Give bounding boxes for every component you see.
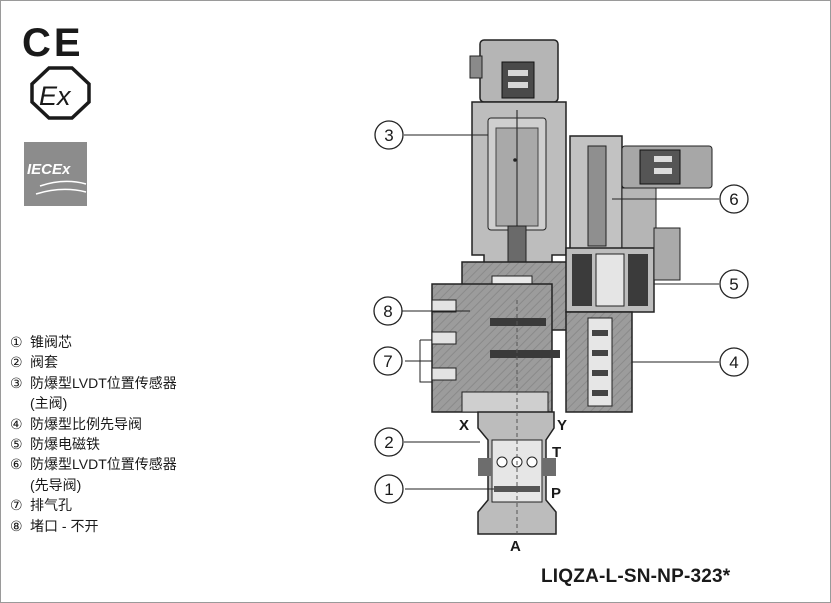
pilot-valve-assembly — [565, 135, 713, 413]
callout-label-2: 2 — [384, 433, 393, 452]
atex-hexagon-icon — [30, 66, 91, 120]
certification-marks: CE Ex IECEx — [22, 14, 102, 219]
callout-label-5: 5 — [729, 275, 738, 294]
port-x-label: X — [459, 417, 469, 434]
port-a-label: A — [510, 538, 521, 555]
callout-label-6: 6 — [729, 190, 738, 209]
callout-circle-8 — [373, 296, 403, 326]
model-code: LIQZA-L-SN-NP-323* — [541, 566, 731, 587]
atex-mark: Ex — [39, 81, 72, 111]
callout-circle-3 — [374, 120, 404, 150]
iecex-badge — [24, 142, 87, 206]
callout-label-4: 4 — [729, 353, 738, 372]
callout-circle-5 — [719, 269, 749, 299]
callout-circle-4 — [719, 347, 749, 377]
iecex-mark: IECEx — [27, 161, 71, 178]
certification-marks-svg: CE Ex IECEx — [22, 21, 91, 206]
callout-circle-1 — [374, 474, 404, 504]
callout-label-1: 1 — [384, 480, 393, 499]
iecex-swoosh-icon — [35, 188, 87, 195]
callout-label-3: 3 — [384, 126, 393, 145]
main-valve-body — [431, 261, 581, 413]
ce-mark: CE — [22, 21, 84, 65]
callout-markers: 3 8 7 2 1 6 5 4 — [373, 120, 749, 504]
iecex-swoosh-icon — [39, 180, 87, 187]
callout-label-7: 7 — [383, 352, 392, 371]
callout-circle-2 — [374, 427, 404, 457]
cartridge-sleeve — [477, 300, 557, 535]
port-p-label: P — [551, 485, 561, 502]
port-t-label: T — [552, 444, 561, 461]
port-y-label: Y — [557, 417, 567, 434]
callout-leaders — [402, 134, 719, 490]
port-labels: X Y T P A — [459, 417, 567, 555]
legend-item-6-continuation: (先导阀) — [30, 476, 82, 493]
callout-label-8: 8 — [383, 302, 392, 321]
main-lvdt-transducer — [469, 39, 567, 300]
callout-circle-7 — [373, 346, 403, 376]
legend-item-3-continuation: (主阀) — [30, 395, 68, 412]
callout-circle-6 — [719, 184, 749, 214]
